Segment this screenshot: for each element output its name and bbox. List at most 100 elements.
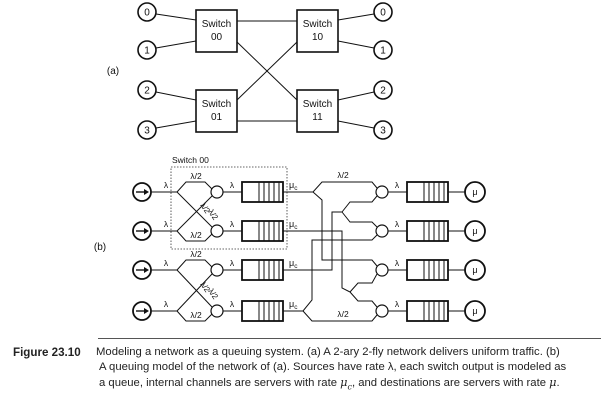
switch-00-group-label: Switch 00 — [172, 155, 209, 165]
left-node-circle — [137, 80, 157, 100]
left-node-label: 0 — [144, 8, 150, 19]
channel-rate-label: μc — [289, 180, 298, 192]
mu-subscript: c — [294, 185, 298, 192]
switch-box — [296, 9, 339, 53]
link — [155, 91, 197, 101]
switch-label: Switch — [303, 19, 332, 30]
link — [337, 13, 375, 21]
destination-server — [464, 220, 486, 242]
caption-line-2: A queuing model of the network of (a). S… — [99, 361, 567, 373]
caption-line-3-end: . — [556, 377, 560, 389]
output-rate-label: λ — [395, 258, 400, 268]
half-rate-label: λ/2 — [190, 310, 202, 320]
right-node-circle — [373, 40, 393, 60]
link — [337, 40, 375, 49]
dest-rate-label: μ — [472, 306, 477, 316]
switch-label: Switch — [202, 99, 231, 110]
switch-id: 11 — [312, 112, 323, 123]
source-rate-label: λ — [164, 219, 169, 229]
output-rate-label: λ — [395, 180, 400, 190]
half-link — [176, 310, 213, 322]
right-node-circle — [373, 80, 393, 100]
output-merge-node — [375, 224, 389, 238]
switch-id: 00 — [211, 32, 223, 43]
switch-00-group-box — [170, 166, 288, 250]
right-node-circle — [373, 120, 393, 140]
caption-line-3-b: , and destinations are servers with rate — [351, 377, 550, 389]
half-link — [176, 269, 213, 308]
merge-node — [210, 224, 224, 238]
queue-rate-label: λ — [230, 180, 235, 190]
figure-number: Figure 23.10 — [13, 346, 81, 359]
mu-subscript: c — [294, 304, 298, 311]
half-rate-label: λ/2 — [337, 170, 349, 180]
mu-symbol: μ — [289, 219, 294, 229]
caption-mu-c: μc — [340, 376, 352, 391]
source-rate-label: λ — [164, 258, 169, 268]
channel-rate-label: μc — [289, 258, 298, 270]
source-arrowhead-icon — [144, 267, 149, 273]
output-rate-label: λ — [395, 299, 400, 309]
dest-rate-label: μ — [472, 187, 477, 197]
switch-box — [195, 9, 238, 53]
switch-id: 10 — [312, 32, 324, 43]
queue-box — [406, 181, 449, 203]
left-node-circle — [137, 120, 157, 140]
half-link — [176, 259, 213, 271]
output-rate-label: λ — [395, 219, 400, 229]
half-rate-label: λ/2 — [337, 309, 349, 319]
source-arrowhead-icon — [144, 308, 149, 314]
channel-link — [341, 195, 378, 213]
mu-subscript: c — [294, 224, 298, 231]
channel-link — [302, 310, 378, 322]
channel-rate-label: μc — [289, 299, 298, 311]
queue-rate-label: λ — [230, 219, 235, 229]
left-node-circle — [137, 40, 157, 60]
link — [236, 41, 298, 101]
half-link — [176, 195, 213, 232]
left-node-circle — [137, 2, 157, 22]
dest-rate-label: μ — [472, 226, 477, 236]
queue-box — [241, 300, 284, 322]
queue-box — [406, 259, 449, 281]
channel-link — [349, 273, 378, 293]
source-arrowhead-icon — [144, 189, 149, 195]
mu-symbol: μ — [289, 258, 294, 268]
half-link — [176, 230, 213, 242]
channel-link — [283, 181, 378, 193]
left-node-label: 3 — [144, 126, 150, 137]
half-link — [176, 191, 213, 228]
left-node-label: 2 — [144, 86, 150, 97]
destination-server — [464, 181, 486, 203]
queue-box — [241, 181, 284, 203]
half-rate-label: λ/2 — [190, 171, 202, 181]
caption-rule — [98, 338, 601, 339]
caption-line-1: Modeling a network as a queuing system. … — [96, 346, 560, 358]
half-rate-label: λ/2 — [190, 230, 202, 240]
queue-box — [241, 220, 284, 242]
switch-label: Switch — [202, 19, 231, 30]
channel-link — [349, 291, 378, 308]
merge-node — [210, 304, 224, 318]
mu-subscript: c — [294, 263, 298, 270]
channel-rate-label: μc — [289, 219, 298, 231]
dest-rate-label: μ — [472, 265, 477, 275]
link — [337, 91, 375, 101]
caption-line-3-a: a queue, internal channels are servers w… — [99, 377, 341, 389]
queue-box — [406, 220, 449, 242]
merge-node — [210, 185, 224, 199]
mu-symbol: μ — [289, 299, 294, 309]
channel-link — [283, 211, 342, 271]
output-merge-node — [375, 185, 389, 199]
figure-b-label: (b) — [94, 242, 106, 253]
destination-server — [464, 300, 486, 322]
switch-id: 01 — [211, 112, 223, 123]
link — [337, 120, 375, 129]
channel-link — [312, 191, 378, 267]
half-link — [176, 181, 213, 193]
queue-rate-label: λ — [230, 299, 235, 309]
right-node-label: 2 — [380, 86, 386, 97]
right-node-label: 0 — [380, 8, 386, 19]
mu-symbol: μ — [289, 180, 294, 190]
